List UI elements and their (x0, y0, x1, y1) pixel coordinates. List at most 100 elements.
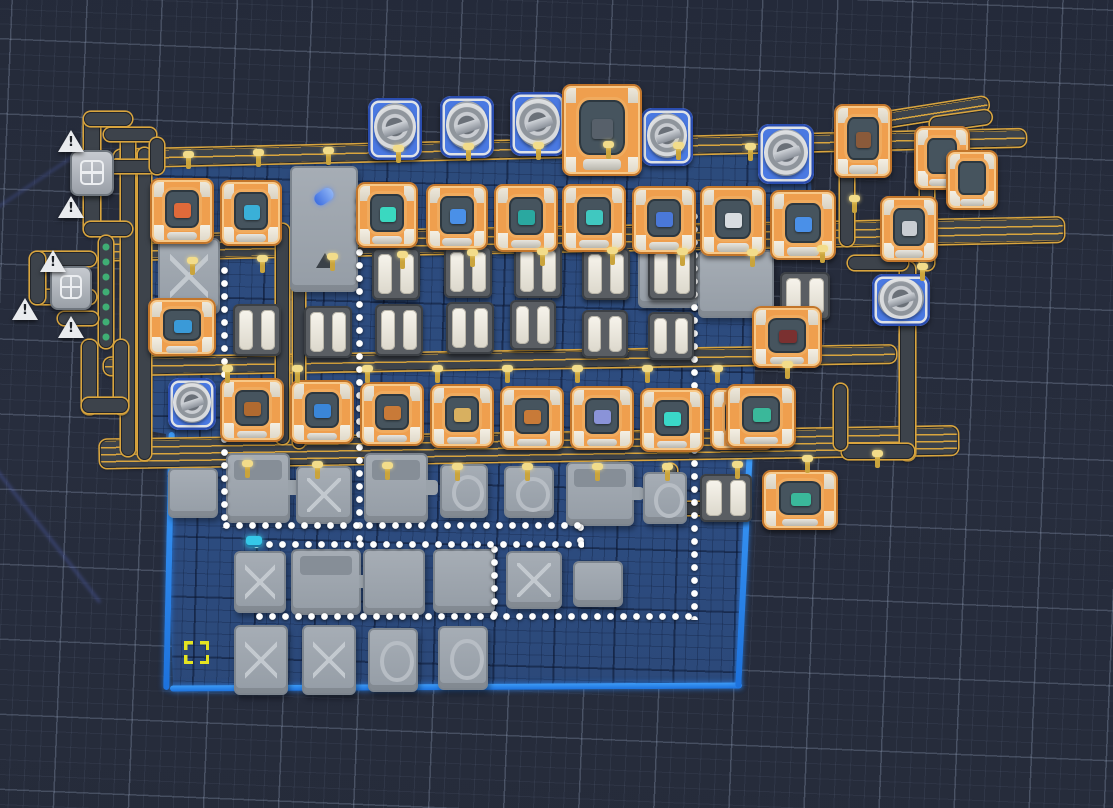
power-pole[interactable] (732, 461, 743, 479)
assembling-machine[interactable] (834, 104, 892, 178)
assembling-machine[interactable] (150, 178, 214, 244)
power-pole[interactable] (677, 248, 688, 266)
assembling-machine[interactable] (914, 126, 970, 190)
assembling-machine[interactable] (946, 150, 998, 210)
conveyor-belt[interactable] (104, 160, 156, 173)
power-pole[interactable] (745, 143, 756, 161)
storage-box[interactable] (510, 300, 556, 350)
power-pole[interactable] (572, 365, 583, 383)
conveyor-belt[interactable] (84, 222, 132, 236)
ghost-building-blueprint[interactable] (290, 166, 358, 292)
assembling-machine[interactable] (148, 298, 216, 356)
ghost-building-blueprint[interactable] (573, 561, 623, 607)
assembling-machine[interactable] (494, 184, 558, 252)
ghost-building-blueprint[interactable] (168, 468, 218, 518)
assembling-machine[interactable] (220, 180, 282, 246)
power-pole[interactable] (222, 365, 233, 383)
assembling-machine[interactable] (430, 384, 494, 448)
power-pole[interactable] (292, 365, 303, 383)
conveyor-belt[interactable] (84, 112, 132, 126)
power-pole[interactable] (502, 365, 513, 383)
logistics-splitter[interactable] (50, 266, 92, 310)
power-pole[interactable] (802, 455, 813, 473)
power-pole[interactable] (533, 142, 544, 160)
ghost-building-blueprint[interactable] (302, 625, 356, 695)
power-pole[interactable] (183, 151, 194, 169)
power-pole[interactable] (432, 365, 443, 383)
storage-box[interactable] (582, 248, 630, 300)
ghost-building-blueprint[interactable] (368, 628, 418, 692)
ghost-building-blueprint[interactable] (438, 626, 488, 690)
storage-box[interactable] (372, 248, 420, 300)
power-pole[interactable] (522, 463, 533, 481)
power-pole[interactable] (712, 365, 723, 383)
ghost-building-blueprint[interactable] (291, 549, 371, 615)
ghost-building-blueprint[interactable] (296, 466, 352, 524)
storage-box[interactable] (700, 474, 752, 522)
power-pole[interactable] (397, 251, 408, 269)
ghost-building-blueprint[interactable] (506, 551, 562, 609)
assembling-machine[interactable] (220, 378, 284, 442)
storage-box[interactable] (648, 312, 694, 360)
power-pole[interactable] (849, 195, 860, 213)
assembling-machine[interactable] (880, 196, 938, 262)
arc-smelter[interactable] (872, 274, 930, 326)
power-pole[interactable] (463, 143, 474, 161)
power-pole[interactable] (382, 462, 393, 480)
power-pole[interactable] (592, 463, 603, 481)
power-pole[interactable] (323, 147, 334, 165)
power-pole[interactable] (452, 463, 463, 481)
storage-box[interactable] (648, 246, 696, 300)
power-pole[interactable] (257, 255, 268, 273)
power-pole[interactable] (662, 463, 673, 481)
power-pole[interactable] (607, 247, 618, 265)
power-pole[interactable] (537, 248, 548, 266)
belt-blueprint-path[interactable] (255, 612, 695, 621)
power-pole[interactable] (467, 249, 478, 267)
power-pole[interactable] (603, 141, 614, 159)
conveyor-belt[interactable] (104, 128, 156, 141)
conveyor-belt[interactable] (150, 138, 164, 174)
arc-smelter[interactable] (368, 98, 422, 160)
assembling-machine[interactable] (726, 384, 796, 448)
conveyor-belt[interactable] (82, 340, 97, 414)
arc-smelter[interactable] (440, 96, 494, 158)
assembling-machine[interactable] (360, 382, 424, 446)
ghost-building-blueprint[interactable] (363, 549, 425, 615)
power-pole[interactable] (817, 245, 828, 263)
assembling-machine[interactable] (562, 184, 626, 252)
arc-smelter[interactable] (641, 108, 693, 166)
storage-box[interactable] (375, 304, 423, 356)
power-pole[interactable] (673, 142, 684, 160)
ghost-building-blueprint[interactable] (566, 462, 644, 526)
assembling-machine[interactable] (752, 306, 822, 368)
conveyor-belt[interactable] (30, 252, 45, 304)
belt-blueprint-path[interactable] (576, 523, 585, 549)
assembling-machine[interactable] (762, 470, 838, 530)
conveyor-belt[interactable] (114, 340, 128, 414)
assembling-machine[interactable] (700, 186, 766, 256)
power-pole[interactable] (253, 149, 264, 167)
arc-smelter[interactable] (168, 378, 216, 430)
storage-box[interactable] (304, 306, 352, 358)
power-pole[interactable] (782, 361, 793, 379)
power-pole[interactable] (187, 257, 198, 275)
storage-box[interactable] (233, 304, 281, 356)
conveyor-belt[interactable] (138, 148, 151, 460)
power-pole[interactable] (872, 450, 883, 468)
belt-blueprint-path[interactable] (490, 545, 499, 621)
assembling-machine[interactable] (570, 386, 634, 450)
assembling-machine[interactable] (426, 184, 488, 250)
ghost-building-blueprint[interactable] (364, 453, 438, 523)
arc-smelter[interactable] (758, 124, 814, 184)
assembling-machine[interactable] (356, 182, 418, 248)
storage-box[interactable] (582, 310, 628, 358)
ghost-building-blueprint[interactable] (440, 464, 488, 518)
ghost-building-blueprint[interactable] (234, 551, 286, 613)
logistics-splitter[interactable] (70, 150, 114, 196)
power-pole[interactable] (242, 460, 253, 478)
assembling-machine[interactable] (290, 380, 354, 444)
ghost-building-blueprint[interactable] (234, 625, 288, 695)
power-pole[interactable] (747, 249, 758, 267)
belt-blueprint-path[interactable] (355, 196, 364, 546)
